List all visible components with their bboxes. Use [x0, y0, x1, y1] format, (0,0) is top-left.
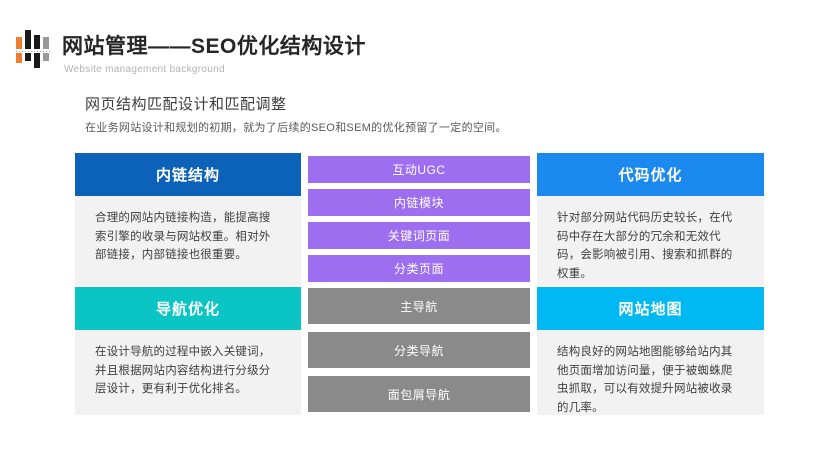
tag-main-nav: 主导航	[308, 288, 530, 324]
card-sitemap: 网站地图 结构良好的网站地图能够给站内其他页面增加访问量，便于被蜘蛛爬虫抓取，可…	[537, 287, 764, 415]
tag-keyword-page: 关键词页面	[308, 222, 530, 249]
column-right: 代码优化 针对部分网站代码历史较长，在代码中存在大部分的冗余和无效代码，会影响被…	[537, 153, 764, 415]
logo-bar-black-1	[25, 30, 31, 61]
tag-breadcrumb-nav: 面包屑导航	[308, 376, 530, 412]
tag-category-page: 分类页面	[308, 255, 530, 282]
section-description: 在业务网站设计和规划的初期，就为了后续的SEO和SEM的优化预留了一定的空间。	[85, 122, 507, 134]
card-header-internal-links: 内链结构	[75, 153, 301, 196]
column-left: 内链结构 合理的网站内链接构造，能提高搜索引擎的收录与网站权重。相对外部链接，内…	[75, 153, 301, 415]
card-code-optimization: 代码优化 针对部分网站代码历史较长，在代码中存在大部分的冗余和无效代码，会影响被…	[537, 153, 764, 285]
card-body-code-optimization: 针对部分网站代码历史较长，在代码中存在大部分的冗余和无效代码，会影响被引用、搜索…	[537, 196, 764, 285]
logo-caption-line	[14, 49, 52, 53]
card-header-sitemap: 网站地图	[537, 287, 764, 330]
content-columns: 内链结构 合理的网站内链接构造，能提高搜索引擎的收录与网站权重。相对外部链接，内…	[75, 153, 765, 415]
tag-category-nav: 分类导航	[308, 332, 530, 368]
section-heading: 网页结构匹配设计和匹配调整	[85, 96, 287, 113]
page-subtitle: Website management background	[64, 64, 225, 75]
card-nav-optimization: 导航优化 在设计导航的过程中嵌入关键词，并且根据网站内容结构进行分级分层设计，更…	[75, 287, 301, 415]
page-title: 网站管理——SEO优化结构设计	[62, 35, 366, 58]
card-header-nav-optimization: 导航优化	[75, 287, 301, 330]
card-internal-links: 内链结构 合理的网站内链接构造，能提高搜索引擎的收录与网站权重。相对外部链接，内…	[75, 153, 301, 285]
card-body-sitemap: 结构良好的网站地图能够给站内其他页面增加访问量，便于被蜘蛛爬虫抓取，可以有效提升…	[537, 330, 764, 415]
card-header-code-optimization: 代码优化	[537, 153, 764, 196]
column-middle: 互动UGC 内链模块 关键词页面 分类页面 主导航 分类导航 面包屑导航	[308, 153, 530, 415]
tag-interactive-ugc: 互动UGC	[308, 156, 530, 183]
card-body-internal-links: 合理的网站内链接构造，能提高搜索引擎的收录与网站权重。相对外部链接，内部链接也很…	[75, 196, 301, 285]
tag-internal-link-module: 内链模块	[308, 189, 530, 216]
card-body-nav-optimization: 在设计导航的过程中嵌入关键词，并且根据网站内容结构进行分级分层设计，更有利于优化…	[75, 330, 301, 415]
logo	[14, 28, 52, 70]
